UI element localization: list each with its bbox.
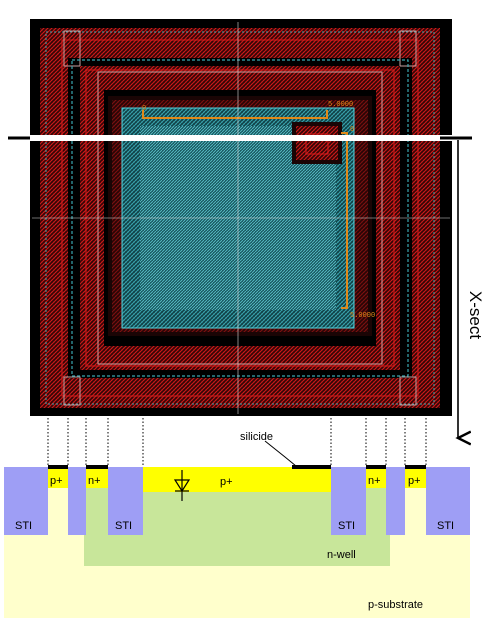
p-plus-left (48, 467, 68, 488)
p-plus-anode-region (143, 467, 331, 492)
label-sti-center-left: STI (115, 520, 132, 532)
label-sti-right: STI (437, 520, 454, 532)
label-sti-center-right: STI (338, 520, 355, 532)
n-plus-right (366, 467, 386, 488)
cross-section: silicide p+ n+ p+ n+ p+ STI STI STI STI … (4, 431, 470, 618)
sti-2 (68, 467, 86, 535)
corner-notch-hatch (296, 126, 338, 160)
silicide-leader (264, 440, 297, 467)
sti-9 (386, 467, 405, 535)
sti-center-left (108, 467, 143, 535)
coord-top-right: 5.0000 (328, 101, 353, 109)
label-p-plus-right: p+ (408, 475, 421, 487)
sti-center-right (331, 467, 366, 535)
coord-top-left: 0 (142, 105, 146, 113)
xsect-label: X-sect (466, 291, 485, 339)
label-p-plus-anode: p+ (220, 476, 233, 488)
label-sti-left: STI (15, 520, 32, 532)
label-n-plus-left: n+ (88, 475, 101, 487)
label-n-plus-right: n+ (368, 475, 381, 487)
p-plus-right (405, 467, 426, 488)
silicide-label: silicide (240, 431, 273, 443)
label-n-well: n-well (327, 549, 356, 561)
layout-view: 0 5.0000 0 5.0000 (30, 19, 452, 416)
sti-right (426, 467, 470, 535)
label-p-substrate: p-substrate (368, 599, 423, 611)
diode-symbol-icon (173, 470, 191, 501)
coord-right-top: 0 (350, 126, 354, 134)
right-ruler (341, 132, 348, 309)
top-ruler (142, 110, 328, 119)
outer-ring-bottom-left-box (63, 376, 81, 406)
outer-ring-bottom-right-box (399, 376, 417, 406)
corner-notch-inner (305, 133, 329, 155)
n-plus-left (86, 467, 108, 488)
sti-left (4, 467, 48, 535)
coord-right-bottom: 5.0000 (350, 312, 375, 320)
label-p-plus-left: p+ (50, 475, 63, 487)
projection-lines (47, 418, 427, 467)
